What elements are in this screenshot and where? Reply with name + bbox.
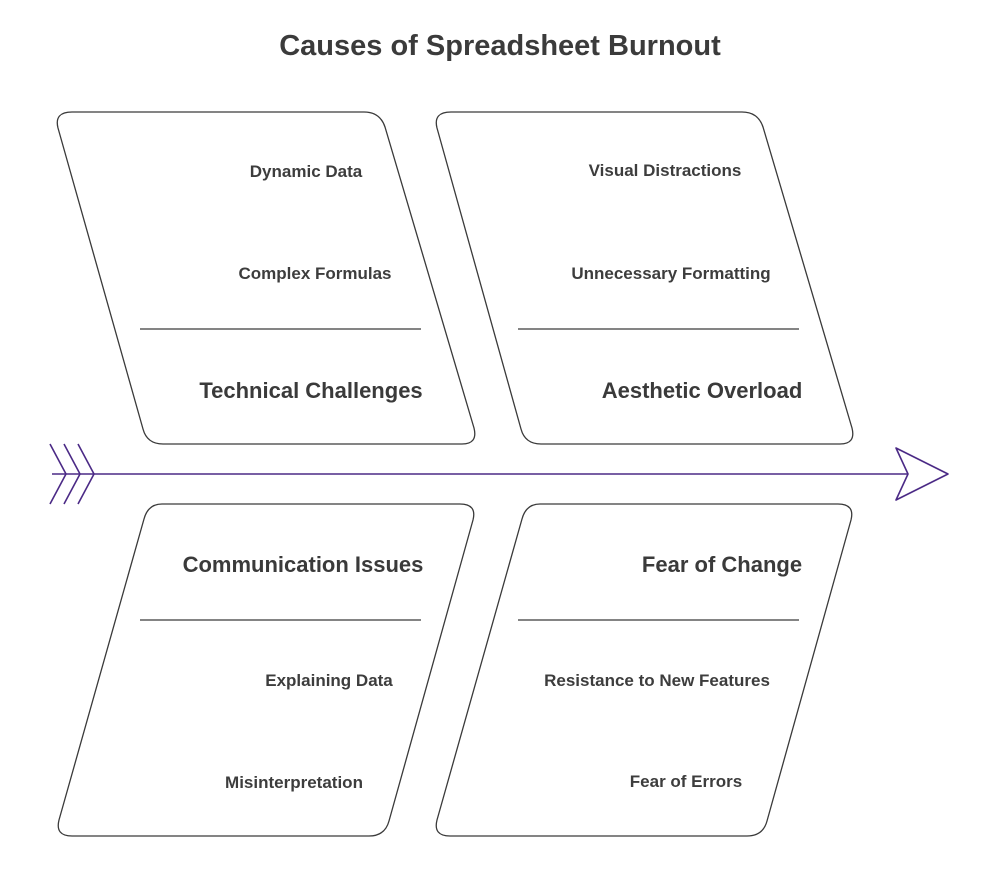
cause-misinterpretation: Misinterpretation: [225, 773, 363, 792]
cause-fear-of-errors: Fear of Errors: [629, 772, 743, 791]
tail-chevron-2: [63, 443, 81, 505]
category-box-communication-issues: [57, 503, 475, 837]
category-label-fear-of-change: Fear of Change: [641, 552, 803, 577]
category-label-communication-issues: Communication Issues: [182, 552, 424, 577]
cause-visual-distractions: Visual Distractions: [588, 161, 742, 180]
category-label-technical-challenges: Technical Challenges: [199, 378, 423, 403]
diagram-title: Causes of Spreadsheet Burnout: [279, 30, 721, 62]
tail-chevron-3: [77, 443, 95, 505]
head-arrow: [895, 447, 949, 501]
category-label-aesthetic-overload: Aesthetic Overload: [601, 378, 803, 403]
category-box-technical-challenges: [56, 111, 476, 445]
cause-resistance-to-new-features: Resistance to New Features: [544, 671, 770, 690]
category-box-aesthetic-overload: [435, 111, 854, 445]
cause-dynamic-data: Dynamic Data: [249, 162, 363, 181]
cause-unnecessary-formatting: Unnecessary Formatting: [571, 264, 771, 283]
cause-explaining-data: Explaining Data: [265, 671, 393, 690]
tail-chevron-1: [49, 443, 67, 505]
category-box-fear-of-change: [435, 503, 853, 837]
cause-complex-formulas: Complex Formulas: [238, 264, 392, 283]
